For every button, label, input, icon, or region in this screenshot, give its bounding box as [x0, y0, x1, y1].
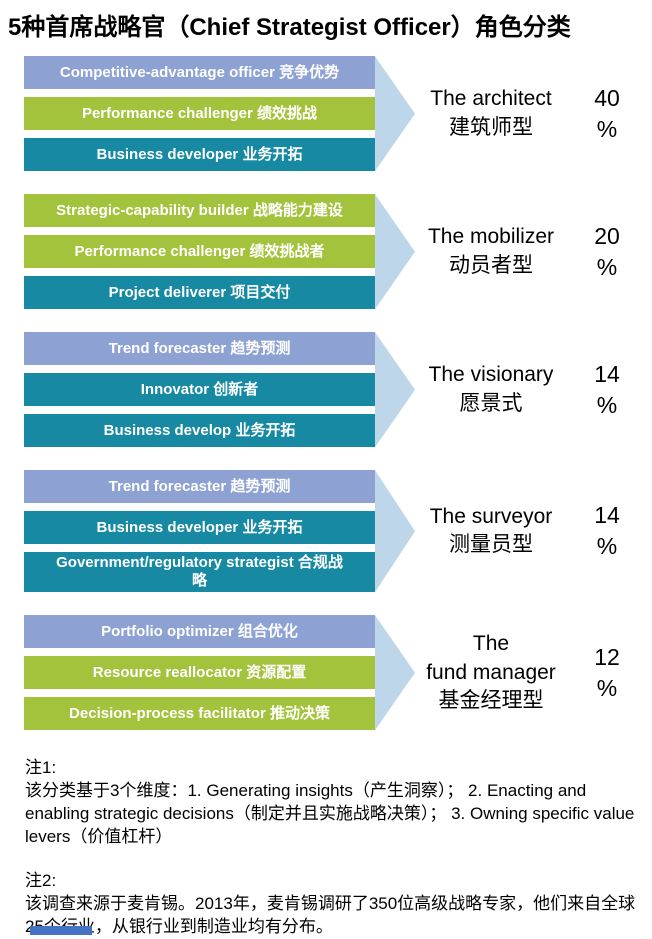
- role-label: The surveyor 测量员型: [415, 470, 567, 592]
- role-label: The architect 建筑师型: [415, 56, 567, 171]
- role-percent: 20 %: [567, 194, 647, 309]
- role-bar-stack: Strategic-capability builder 战略能力建设 Perf…: [24, 194, 375, 310]
- role-bar: Trend forecaster 趋势预测: [24, 332, 375, 366]
- role-groups: Competitive-advantage officer 竞争优势 Perfo…: [0, 56, 652, 731]
- note-1-body: 该分类基于3个维度：1. Generating insights（产生洞察）； …: [25, 781, 635, 847]
- role-percent-value: 14: [594, 502, 620, 529]
- role-percent-sign: %: [596, 115, 618, 142]
- arrow-right-icon: [375, 470, 415, 593]
- role-name-en: The mobilizer: [427, 225, 555, 249]
- note-2-body: 该调查来源于麦肯锡。2013年，麦肯锡调研了350位高级战略专家，他们来自全球2…: [25, 894, 636, 937]
- role-percent-sign: %: [596, 533, 618, 560]
- role-name-en: The visionary: [428, 363, 554, 387]
- bottom-accent-bar: [30, 926, 92, 935]
- role-label: The mobilizer 动员者型: [415, 194, 567, 309]
- role-percent-value: 12: [594, 643, 620, 670]
- role-name-zh: 动员者型: [449, 253, 533, 277]
- role-name-zh: 愿景式: [459, 391, 523, 415]
- role-group-row: Trend forecaster 趋势预测 Innovator 创新者 Busi…: [24, 332, 652, 448]
- role-name-en: The surveyor: [429, 504, 553, 528]
- arrow-right-icon: [375, 332, 415, 448]
- role-bar: Resource reallocator 资源配置: [24, 656, 375, 690]
- role-bar: Performance challenger 绩效挑战: [24, 97, 375, 131]
- role-percent-value: 20: [594, 222, 620, 249]
- role-group-row: Trend forecaster 趋势预测 Business developer…: [24, 470, 652, 593]
- role-percent-value: 40: [594, 84, 620, 111]
- note-2-heading: 注2:: [25, 871, 57, 891]
- role-name-zh: 建筑师型: [449, 115, 533, 139]
- role-bar: Government/regulatory strategist 合规战略: [24, 552, 375, 593]
- role-bar: Project deliverer 项目交付: [24, 276, 375, 310]
- role-bar: Strategic-capability builder 战略能力建设: [24, 194, 375, 228]
- role-bar: Trend forecaster 趋势预测: [24, 470, 375, 504]
- role-group-row: Competitive-advantage officer 竞争优势 Perfo…: [24, 56, 652, 172]
- note-2: 注2: 该调查来源于麦肯锡。2013年，麦肯锡调研了350位高级战略专家，他们来…: [25, 869, 642, 938]
- role-percent: 40 %: [567, 56, 647, 171]
- role-bar-stack: Trend forecaster 趋势预测 Business developer…: [24, 470, 375, 593]
- role-name-en: The architect: [430, 87, 552, 111]
- arrow-right-icon: [375, 56, 415, 172]
- role-percent-value: 14: [594, 360, 620, 387]
- role-bar: Business developer 业务开拓: [24, 138, 375, 172]
- role-percent: 14 %: [567, 332, 647, 447]
- role-name-zh: 基金经理型: [438, 688, 544, 712]
- notes-section: 注1: 该分类基于3个维度：1. Generating insights（产生洞…: [25, 756, 642, 938]
- role-group-row: Strategic-capability builder 战略能力建设 Perf…: [24, 194, 652, 310]
- role-name-zh: 测量员型: [449, 533, 533, 557]
- page-title: 5种首席战略官（Chief Strategist Officer）角色分类: [8, 14, 571, 41]
- role-bar-stack: Portfolio optimizer 组合优化 Resource reallo…: [24, 615, 375, 731]
- role-group-row: Portfolio optimizer 组合优化 Resource reallo…: [24, 615, 652, 731]
- arrow-right-icon: [375, 615, 415, 731]
- role-bar: Business developer 业务开拓: [24, 511, 375, 545]
- role-percent: 14 %: [567, 470, 647, 592]
- role-percent: 12 %: [567, 615, 647, 730]
- role-percent-sign: %: [596, 674, 618, 701]
- role-bar: Competitive-advantage officer 竞争优势: [24, 56, 375, 90]
- role-label: The visionary 愿景式: [415, 332, 567, 447]
- role-percent-sign: %: [596, 253, 618, 280]
- role-bar: Innovator 创新者: [24, 373, 375, 407]
- role-bar: Decision-process facilitator 推动决策: [24, 697, 375, 731]
- role-label: The fund manager 基金经理型: [415, 615, 567, 730]
- arrow-right-icon: [375, 194, 415, 310]
- role-name-en: The fund manager: [426, 632, 556, 684]
- role-bar: Performance challenger 绩效挑战者: [24, 235, 375, 269]
- note-1-heading: 注1:: [25, 758, 57, 778]
- note-1: 注1: 该分类基于3个维度：1. Generating insights（产生洞…: [25, 756, 642, 848]
- role-percent-sign: %: [596, 391, 618, 418]
- role-bar-stack: Competitive-advantage officer 竞争优势 Perfo…: [24, 56, 375, 172]
- role-bar: Business develop 业务开拓: [24, 414, 375, 448]
- role-bar-stack: Trend forecaster 趋势预测 Innovator 创新者 Busi…: [24, 332, 375, 448]
- role-bar: Portfolio optimizer 组合优化: [24, 615, 375, 649]
